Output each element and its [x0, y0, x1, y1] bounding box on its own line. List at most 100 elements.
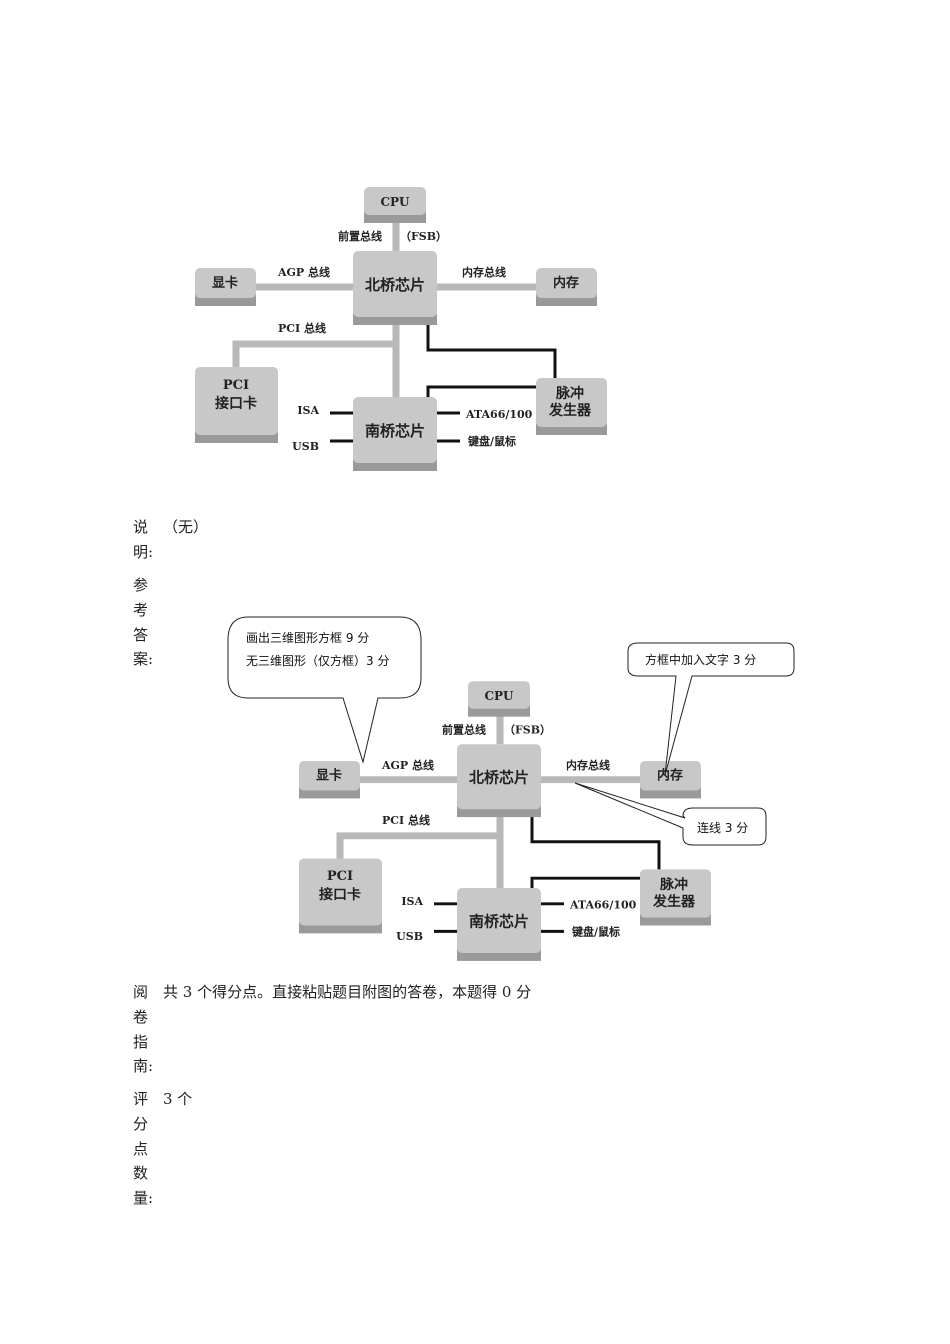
label-char: 指 — [133, 1032, 149, 1051]
clock-line-north — [426, 322, 557, 378]
label-isa: ISA — [401, 895, 423, 908]
label-pci-card-line1: PCI — [327, 869, 353, 884]
label-south-bridge: 南桥芯片 — [365, 422, 425, 440]
callout-box-text: 方框中加入文字 3 分 — [627, 642, 795, 776]
box-shadow — [640, 913, 711, 926]
label-cpu: CPU — [380, 195, 410, 209]
label-memory: 内存 — [553, 275, 579, 291]
box-face — [195, 268, 256, 298]
label-fsb-right: （FSB） — [504, 723, 551, 736]
label-pulse-line1: 脉冲 — [555, 385, 584, 402]
clock-line-south — [530, 876, 640, 889]
label-agp-bus: AGP 总线 — [381, 758, 434, 772]
label-pci-card-line1: PCI — [223, 378, 249, 393]
score-points-label: 评 分 点 数 量: — [133, 1087, 153, 1211]
clock-line-north — [530, 814, 661, 870]
label-south-bridge: 南桥芯片 — [469, 913, 529, 931]
callout-3d-boxes: 画出三维图形方框 9 分 无三维图形（仅方框）3 分 — [227, 616, 422, 764]
gpu-box — [195, 268, 256, 306]
clock-line-south — [426, 385, 536, 397]
label-gpu: 显卡 — [212, 275, 238, 291]
box-face — [364, 187, 426, 215]
label-fsb-left: 前置总线 — [442, 722, 486, 736]
label-char: 卷 — [133, 1007, 149, 1026]
reference-label: 参 考 答 案: — [133, 573, 153, 672]
label-char: 量: — [133, 1189, 154, 1208]
memory-box — [536, 268, 597, 306]
north-bridge-box — [353, 251, 437, 325]
label-pci-bus: PCI 总线 — [382, 813, 430, 827]
guide-label: 阅 卷 指 南: — [133, 980, 153, 1079]
south-bridge-box — [457, 888, 541, 961]
label-char: 答 — [133, 625, 149, 644]
label-north-bridge: 北桥芯片 — [365, 276, 425, 294]
label-pulse-line2: 发生器 — [652, 893, 696, 910]
north-bridge-box — [457, 744, 541, 818]
label-usb: USB — [396, 930, 423, 943]
label-char: 考 — [133, 600, 149, 619]
score-points-value: 3 个 — [163, 1090, 193, 1108]
label-agp-bus: AGP 总线 — [277, 265, 330, 279]
label-keyboard-mouse: 键盘/鼠标 — [571, 924, 620, 938]
label-char: 南: — [133, 1057, 154, 1076]
box-face — [299, 760, 360, 791]
guide-value: 共 3 个得分点。直接粘贴题目附图的答卷，本题得 0 分 — [163, 983, 532, 1001]
label-memory: 内存 — [657, 768, 683, 784]
gpu-box — [299, 760, 360, 799]
label-isa: ISA — [297, 404, 319, 417]
label-char: 阅 — [133, 983, 149, 1001]
box-face — [640, 760, 701, 791]
cpu-box — [364, 187, 426, 223]
bridge-diagram-question: CPU前置总线（FSB）北桥芯片显卡内存AGP 总线内存总线PCI 总线PCI接… — [195, 187, 607, 471]
label-char: 点 — [133, 1139, 149, 1158]
description-label: 说 明: — [133, 515, 153, 565]
memory-box — [640, 760, 701, 799]
box-face — [536, 378, 607, 427]
label-usb: USB — [292, 440, 319, 453]
box-shadow — [468, 704, 530, 717]
cpu-box — [468, 681, 530, 717]
label-memory-bus: 内存总线 — [566, 758, 610, 772]
label-ata: ATA66/100 — [465, 408, 533, 421]
label-char: 参 — [133, 576, 149, 594]
callout-lines-label: 连线 3 分 — [697, 820, 748, 835]
callout-text-label: 方框中加入文字 3 分 — [645, 652, 756, 667]
pci-bus-line — [232, 340, 396, 367]
box-shadow — [299, 921, 382, 934]
callout-lines: 连线 3 分 — [574, 782, 767, 846]
label-char: 数 — [133, 1164, 149, 1183]
callout-3d-line2: 无三维图形（仅方框）3 分 — [246, 653, 389, 668]
box-face — [299, 858, 382, 926]
box-face — [195, 367, 278, 435]
pulse-generator-box — [640, 869, 711, 926]
label-char: 说 — [133, 518, 149, 536]
label-keyboard-mouse: 键盘/鼠标 — [467, 434, 516, 448]
pci-card-box — [195, 367, 278, 443]
box-face — [640, 869, 711, 918]
box-face — [353, 397, 437, 463]
label-fsb-right: （FSB） — [400, 230, 447, 243]
pci-card-box — [299, 858, 382, 934]
label-char: 分 — [133, 1114, 149, 1133]
description-value: （无） — [163, 518, 209, 536]
label-char: 明: — [133, 542, 154, 561]
label-char: 案: — [133, 650, 154, 669]
box-face — [536, 268, 597, 298]
label-pulse-line2: 发生器 — [548, 402, 592, 419]
box-face — [457, 744, 541, 810]
bridge-diagram-answer: CPU前置总线（FSB）北桥芯片显卡内存AGP 总线内存总线PCI 总线PCI接… — [299, 681, 711, 961]
box-shadow — [640, 786, 701, 799]
south-bridge-box — [353, 397, 437, 471]
label-gpu: 显卡 — [316, 768, 342, 784]
box-face — [353, 251, 437, 317]
pulse-generator-box — [536, 378, 607, 435]
box-shadow — [457, 805, 541, 818]
label-pci-card-line2: 接口卡 — [319, 886, 361, 903]
pci-bus-line — [336, 832, 500, 859]
box-face — [457, 888, 541, 954]
label-pulse-line1: 脉冲 — [659, 876, 688, 893]
box-shadow — [299, 786, 360, 799]
label-char: 评 — [133, 1090, 149, 1108]
